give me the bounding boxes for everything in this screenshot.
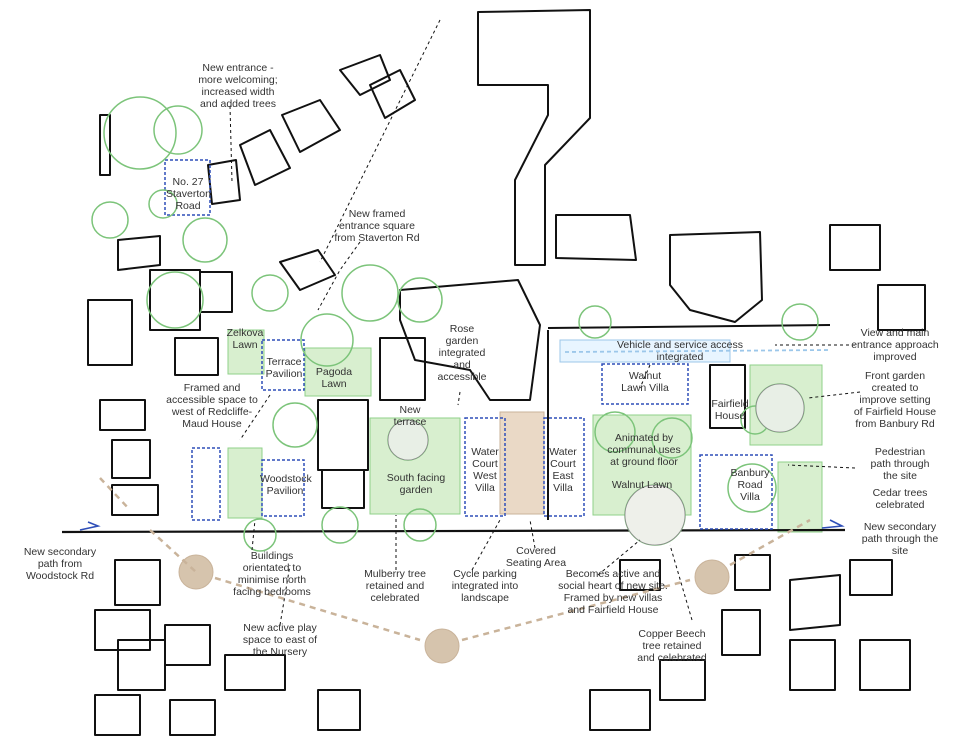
sun-centre (424, 628, 460, 664)
pagoda-lawn-area (304, 347, 372, 397)
label-pedestrian-path: Pedestrian path through the site (870, 446, 930, 482)
tree (651, 417, 693, 459)
tree (251, 274, 289, 312)
tree (341, 264, 399, 322)
terrace-pavilion-block (261, 339, 305, 391)
label-fairfield-house: Fairfield House (711, 398, 749, 422)
label-buildings-orientated: Buildings orientated to minimise north f… (233, 550, 311, 598)
leader-lines (229, 19, 861, 626)
label-zelkova-lawn: Zelkova Lawn (226, 327, 264, 351)
label-walnut-lawn: Walnut Lawn (611, 479, 673, 491)
label-view-main-entrance: View and main entrance approach improved (851, 327, 939, 363)
sun-east (694, 559, 730, 595)
label-secondary-path-woodstock: New secondary path from Woodstock Rd (23, 546, 97, 582)
tree (403, 508, 437, 542)
wc-east-villa-block (543, 417, 585, 517)
tree (148, 189, 178, 219)
banbury-villa-block (699, 454, 773, 530)
tree (578, 305, 612, 339)
sun-symbols (178, 554, 730, 664)
label-framed-square: New framed entrance square from Staverto… (334, 208, 420, 244)
tree (321, 506, 359, 544)
label-front-garden: Front garden created to improve setting … (853, 370, 937, 430)
secondary-path-arrow-west (79, 521, 101, 531)
sun-west (178, 554, 214, 590)
tree (182, 217, 228, 263)
label-terrace-pavilion: Terrace Pavilion (265, 356, 303, 380)
label-framed-accessible: Framed and accessible space to west of R… (166, 382, 258, 430)
label-walnut-lawn-villa: Walnut Lawn Villa (621, 370, 669, 394)
tree (272, 402, 318, 448)
hatched-trees (387, 383, 805, 546)
covered-area (499, 411, 545, 515)
label-woodstock-pavilion: Woodstock Pavilion (260, 473, 312, 497)
tree (594, 411, 636, 453)
label-play-space: New active play space to east of the Nur… (242, 622, 318, 658)
label-new-entrance: New entrance - more welcoming; increased… (198, 62, 278, 110)
label-pagoda-lawn: Pagoda Lawn (315, 366, 353, 390)
tree (300, 313, 354, 367)
label-cedar-trees: Cedar trees celebrated (872, 487, 928, 511)
tree (103, 96, 177, 170)
label-south-facing-garden: South facing garden (386, 472, 446, 496)
label-new-terrace: New terrace (393, 404, 427, 428)
label-mulberry-tree: Mulberry tree retained and celebrated (364, 568, 426, 604)
tree (91, 201, 129, 239)
label-banbury-road-villa: Banbury Road Villa (730, 467, 770, 503)
tree (153, 105, 203, 155)
west-lawn-area (227, 447, 263, 519)
wc-west-villa-block (464, 417, 506, 517)
walnut-villa-block (601, 363, 689, 405)
label-water-court-east: Water Court East Villa (549, 446, 577, 494)
existing-buildings (87, 9, 926, 736)
woodstock-pavilion-block (261, 459, 305, 517)
tree (727, 463, 777, 513)
label-social-heart: Becomes active and social heart of new s… (558, 568, 668, 616)
tree (781, 303, 819, 341)
vehicle-arrow (564, 349, 831, 353)
no27-block (164, 159, 211, 216)
label-cycle-parking: Cycle parking integrated into landscape (451, 568, 519, 604)
banbury-garden-area (777, 461, 823, 533)
label-copper-beech: Copper Beech tree retained and celebrate… (637, 628, 707, 664)
west-pavilion-block (191, 447, 221, 521)
trees (91, 96, 819, 552)
label-water-court-west: Water Court West Villa (471, 446, 499, 494)
tree (397, 277, 443, 323)
label-vehicle-access: Vehicle and service access integrated (616, 339, 744, 363)
main-east-west-path (61, 528, 846, 534)
label-no27-staverton: No. 27 Staverton Road (166, 176, 211, 212)
tree (146, 271, 204, 329)
label-secondary-path-through: New secondary path through the site (861, 521, 939, 557)
zelkova-lawn-area (227, 329, 265, 375)
label-animated-communal: Animated by communal uses at ground floo… (607, 432, 681, 468)
secondary-path-arrow-east (821, 519, 845, 529)
tree (243, 518, 277, 552)
label-rose-garden: Rose garden integrated and accessible (437, 323, 487, 383)
label-covered-seating: Covered Seating Area (505, 545, 567, 569)
sun-paths (99, 477, 811, 642)
new-villas (164, 159, 773, 530)
